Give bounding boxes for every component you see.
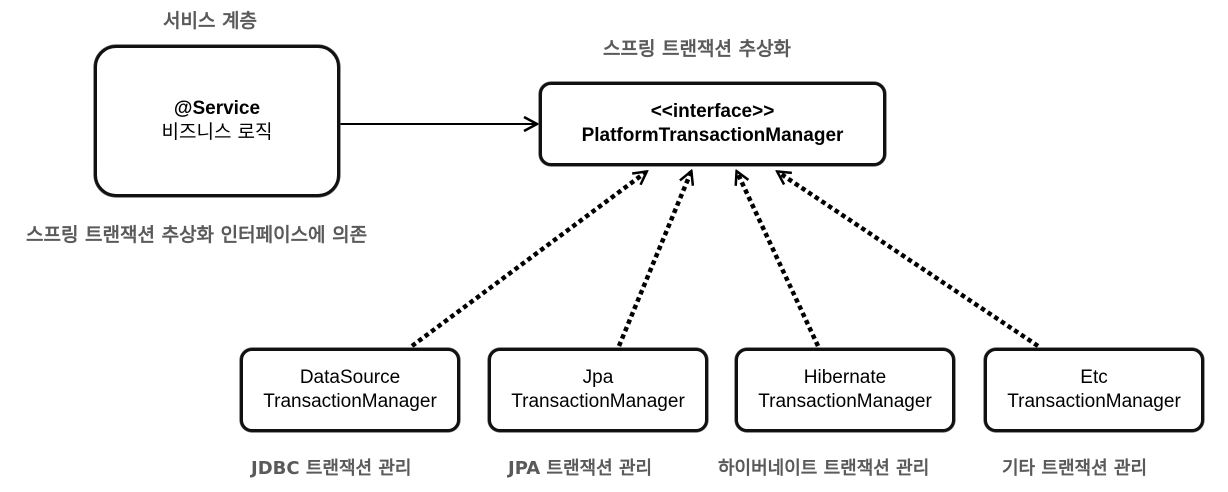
- hibernate-caption: 하이버네이트 트랜잭션 관리: [718, 458, 930, 479]
- service-layer-label: 서비스 계층: [163, 10, 258, 32]
- interface-box: <<interface>> PlatformTransactionManager: [539, 82, 886, 166]
- implements-arrow-datasource: [410, 172, 646, 348]
- impl-name-line1: Jpa: [582, 367, 614, 389]
- interface-name: PlatformTransactionManager: [581, 125, 844, 146]
- interface-stereotype: <<interface>>: [650, 101, 775, 123]
- service-description: 비즈니스 로직: [161, 121, 273, 143]
- impl-name-line1: Etc: [1080, 367, 1108, 389]
- impl-name-line1: DataSource: [299, 367, 401, 389]
- jdbc-caption: JDBC 트랜잭션 관리: [251, 458, 412, 479]
- hibernate-transaction-manager-box: Hibernate TransactionManager: [735, 348, 955, 432]
- impl-name-line1: Hibernate: [803, 367, 887, 389]
- jpa-caption: JPA 트랜잭션 관리: [508, 458, 653, 479]
- implements-arrow-etc: [778, 172, 1040, 348]
- impl-name-line2: TransactionManager: [758, 391, 932, 412]
- implements-arrow-hibernate: [737, 172, 821, 347]
- etc-transaction-manager-box: Etc TransactionManager: [984, 348, 1204, 432]
- abstraction-label: 스프링 트랜잭션 추상화: [603, 38, 792, 60]
- impl-name-line2: TransactionManager: [511, 391, 685, 412]
- service-box: @Service 비즈니스 로직: [94, 45, 340, 197]
- jpa-transaction-manager-box: Jpa TransactionManager: [488, 348, 708, 432]
- service-annotation: @Service: [173, 98, 261, 120]
- dependency-label: 스프링 트랜잭션 추상화 인터페이스에 의존: [26, 224, 368, 246]
- implements-arrow-jpa: [616, 172, 691, 347]
- impl-name-line2: TransactionManager: [1007, 391, 1181, 412]
- datasource-transaction-manager-box: DataSource TransactionManager: [240, 348, 460, 432]
- impl-name-line2: TransactionManager: [263, 391, 437, 412]
- etc-caption: 기타 트랜잭션 관리: [1002, 458, 1148, 479]
